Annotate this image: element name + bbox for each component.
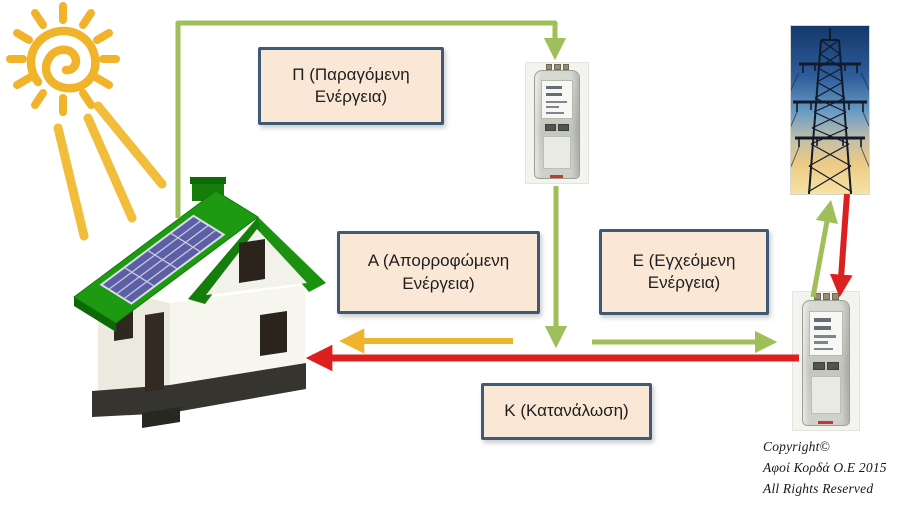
solar-house-icon bbox=[73, 177, 326, 428]
produced-energy-line2: Ενέργεια) bbox=[314, 87, 388, 106]
import-from-grid-arrow bbox=[829, 193, 853, 298]
consumption-label: Κ (Κατανάλωση) bbox=[481, 383, 652, 440]
meter-lower-panel bbox=[810, 376, 842, 415]
meter-nameplate bbox=[808, 311, 844, 357]
sun-beams bbox=[53, 101, 167, 241]
meter-seal-mark bbox=[549, 175, 564, 179]
injected-energy-line1: Ε (Εγχεόμενη bbox=[632, 250, 736, 270]
produced-energy-line1: Π (Παραγόμενη bbox=[292, 64, 410, 84]
meter-terminals bbox=[814, 293, 840, 301]
transmission-tower-photo bbox=[790, 25, 870, 195]
production-meter bbox=[525, 62, 589, 184]
export-to-grid-arrow bbox=[810, 199, 838, 298]
absorbed-energy-line2: Ενέργεια) bbox=[402, 273, 475, 293]
meter-display bbox=[544, 124, 570, 131]
meter-seal-mark bbox=[818, 420, 833, 425]
absorbed-energy-label: Α (Απορροφώμενη Ενέργεια) bbox=[337, 231, 540, 314]
injected-energy-line2: Ενέργεια) bbox=[647, 273, 721, 292]
produced-energy-label: Π (Παραγόμενη Ενέργεια) bbox=[258, 47, 444, 125]
copyright-notice: Copyright© Αφοί Κορδά Ο.Ε 2015 All Right… bbox=[763, 437, 920, 500]
sun-icon bbox=[6, 2, 167, 241]
copyright-line1: Copyright© bbox=[763, 439, 831, 454]
meter-display bbox=[812, 362, 840, 370]
copyright-line2: Αφοί Κορδά Ο.Ε 2015 bbox=[763, 459, 887, 475]
transmission-tower-icon bbox=[791, 28, 869, 194]
grid-meter bbox=[792, 291, 860, 431]
absorbed-energy-line1: Α (Απορροφώμενη bbox=[367, 251, 510, 271]
meter-lower-panel bbox=[542, 136, 572, 170]
meter-nameplate bbox=[540, 79, 574, 119]
solar-panel bbox=[99, 214, 226, 305]
consumption-line1: Κ (Κατανάλωση) bbox=[504, 401, 629, 421]
copyright-line3: All Rights Reserved bbox=[763, 480, 874, 496]
injected-energy-label: Ε (Εγχεόμενη Ενέργεια) bbox=[599, 229, 769, 315]
